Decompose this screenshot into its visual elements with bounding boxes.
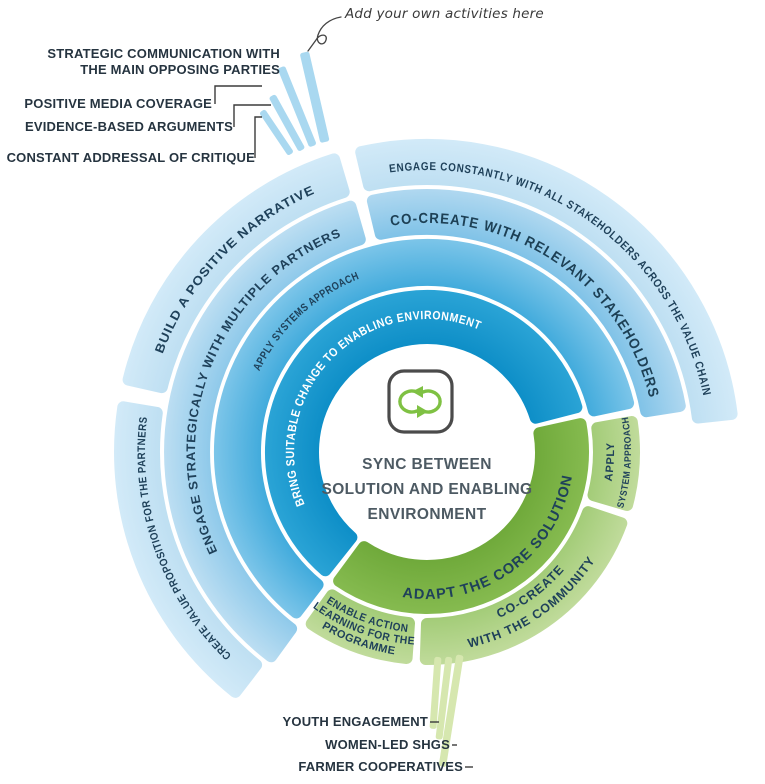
callout-label-line: THE MAIN OPPOSING PARTIES (80, 62, 280, 77)
ring-label-text: APPLY (603, 442, 617, 482)
activity-rays (259, 51, 464, 767)
center-label: SYNC BETWEEN SOLUTION AND ENABLING ENVIR… (307, 452, 547, 527)
activity-ray-green (435, 656, 453, 740)
ring-label-apply-green-1: APPLY (603, 442, 617, 482)
center-label-line: SOLUTION AND ENABLING (321, 481, 533, 498)
callout-label-line: STRATEGIC COMMUNICATION WITH (47, 46, 280, 61)
activity-ray-blue (300, 51, 330, 143)
callout-label-farmer-cooperatives: FARMER COOPERATIVES (298, 759, 463, 775)
callout-connector-positive-media-coverage (214, 85, 262, 104)
callout-label-line: FARMER COOPERATIVES (298, 759, 463, 774)
callout-label-positive-media-coverage: POSITIVE MEDIA COVERAGE (24, 96, 212, 112)
callout-label-line: WOMEN-LED SHGS (325, 737, 450, 752)
callout-label-line: POSITIVE MEDIA COVERAGE (24, 96, 212, 111)
ring-segments (114, 139, 738, 698)
note-arrow (307, 16, 342, 52)
activity-ray-green (429, 656, 442, 729)
ring-segment-co-create-with-the-community (419, 506, 628, 666)
activity-ray-green (438, 654, 464, 767)
center-label-line: SYNC BETWEEN (362, 456, 492, 473)
center-label-line: ENVIRONMENT (367, 506, 487, 523)
activity-ray-blue (269, 94, 305, 151)
ring-segment-build-a-positive-narrative (122, 153, 350, 394)
ring-segment-co-create-relevant-stakeholders (366, 189, 686, 418)
activity-ray-blue (278, 66, 316, 147)
callout-label-women-led-shgs: WOMEN-LED SHGS (325, 737, 450, 753)
callout-label-line: EVIDENCE-BASED ARGUMENTS (24, 119, 233, 134)
callout-connector-evidence-based-arguments (233, 104, 271, 127)
ring-segment-engage-strategically (164, 200, 366, 663)
callout-label-line: CONSTANT ADDRESSAL OF CRITIQUE (6, 150, 255, 165)
ring-segment-create-value-proposition (114, 401, 263, 698)
ring-segment-apply-systems-approach-blue (214, 238, 635, 619)
annotation-note: Add your own activities here (345, 6, 544, 22)
ring-segment-adapt-the-core-solution (333, 418, 590, 615)
callout-connectors (214, 85, 473, 768)
callout-label-constant-addressal-of-critique: CONSTANT ADDRESSAL OF CRITIQUE (7, 150, 255, 166)
ring-segment-bring-suitable-change (264, 290, 583, 577)
callout-label-line: YOUTH ENGAGEMENT (282, 714, 428, 729)
callout-label-evidence-based-arguments: EVIDENCE-BASED ARGUMENTS (25, 119, 233, 135)
callout-label-youth-engagement: YOUTH ENGAGEMENT (283, 714, 428, 730)
sync-icon (387, 369, 454, 434)
activity-ray-blue (259, 109, 293, 155)
ring-segment-enable-action-learning (305, 589, 415, 664)
ring-segment-engage-constantly (355, 139, 738, 424)
callout-connector-constant-addressal-of-critique (254, 116, 262, 158)
ring-segment-apply-system-approach-green (587, 416, 640, 511)
